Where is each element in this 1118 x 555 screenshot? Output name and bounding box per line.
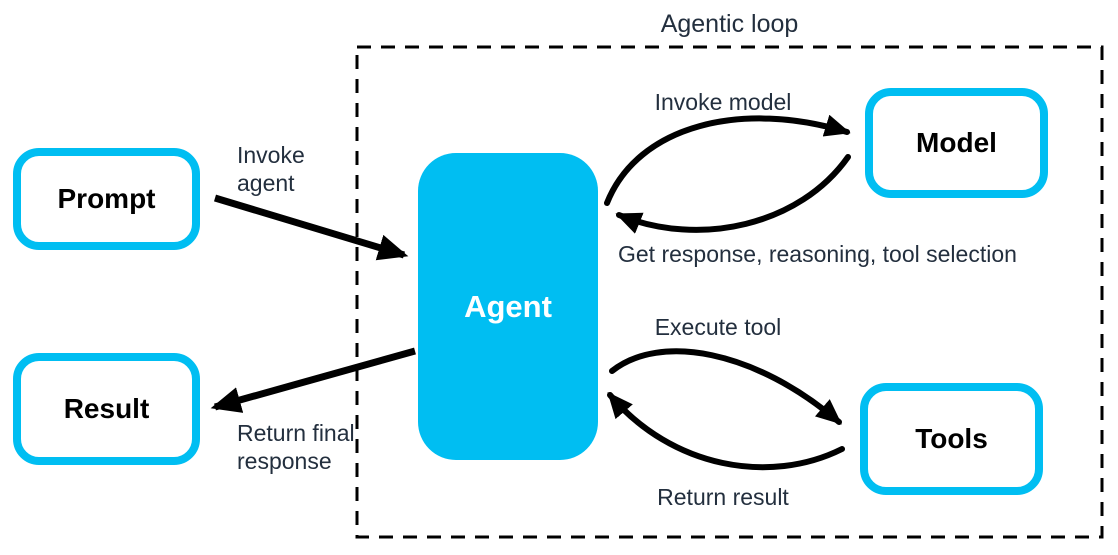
return-result-arrow xyxy=(607,392,845,471)
prompt-node-label: Prompt xyxy=(57,183,156,214)
tools-node: Tools xyxy=(860,383,1043,495)
invoke-agent-label: Invoke agent xyxy=(237,142,305,196)
return-result-label: Return result xyxy=(657,484,789,510)
agent-node: Agent xyxy=(418,153,598,460)
execute-tool-label: Execute tool xyxy=(654,314,782,340)
execute-tool-arrow xyxy=(609,348,842,425)
get-response-arrow xyxy=(615,154,851,234)
invoke-agent-arrow xyxy=(213,194,409,261)
result-node-label: Result xyxy=(63,393,150,424)
tools-node-label: Tools xyxy=(915,423,988,454)
model-node-label: Model xyxy=(916,127,997,158)
result-node: Result xyxy=(13,353,200,465)
return-final-response-arrow xyxy=(210,347,416,413)
agent-node-label: Agent xyxy=(464,288,552,324)
model-node: Model xyxy=(865,88,1048,198)
get-response-label: Get response, reasoning, tool selection xyxy=(618,241,1017,267)
diagram-title: Agentic loop xyxy=(660,10,799,38)
return-final-response-label: Return final response xyxy=(237,420,355,474)
prompt-node: Prompt xyxy=(13,148,200,250)
invoke-model-label: Invoke model xyxy=(654,89,792,115)
invoke-model-arrow xyxy=(604,114,851,206)
